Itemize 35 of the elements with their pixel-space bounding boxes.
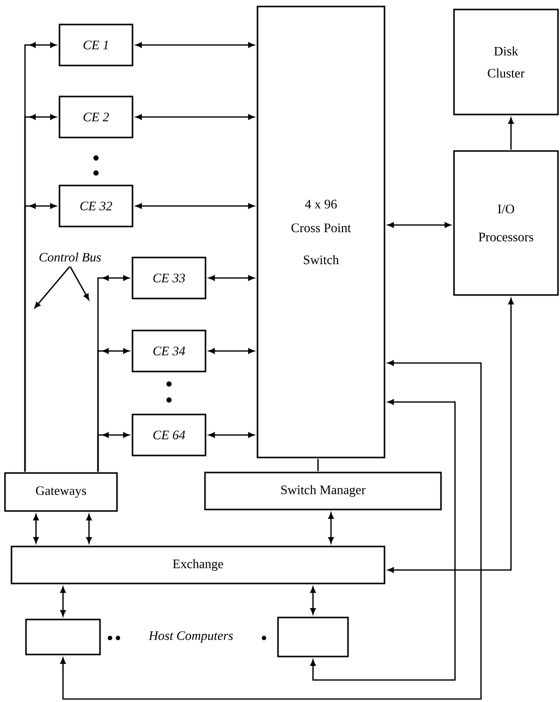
processor-box: CE 1	[58, 24, 134, 66]
arrow	[97, 432, 130, 472]
processor-box: CE 64	[132, 414, 206, 456]
host-label: Host Computers	[148, 631, 233, 643]
gateway-box: Gateways	[4, 472, 118, 512]
arrow	[208, 432, 254, 438]
bus-label: Control Bus	[39, 252, 101, 262]
arrow	[310, 586, 316, 614]
leader-arrow	[70, 266, 90, 300]
arrow	[33, 514, 39, 544]
host-box	[25, 618, 101, 656]
arrow	[388, 298, 514, 573]
arrow	[86, 514, 92, 544]
leader-arrow	[34, 266, 70, 308]
arrow	[508, 118, 514, 150]
processor-box: CE 33	[132, 256, 206, 300]
arrow	[310, 399, 456, 681]
arrow	[60, 586, 66, 616]
processor-box: CE 2	[58, 96, 134, 138]
arrow	[328, 512, 334, 544]
processor-box: CE 34	[132, 330, 206, 372]
arrow	[136, 114, 254, 120]
manager-box: Switch Manager	[204, 472, 442, 510]
arrow	[136, 203, 254, 209]
arrow	[60, 360, 482, 700]
exchange-box: Exchange	[10, 546, 386, 584]
switch-box: 4 x 96 Cross Point Switch	[256, 6, 386, 458]
host-box	[277, 616, 349, 658]
arrow	[24, 203, 56, 472]
arrow	[136, 42, 254, 48]
arrow	[208, 275, 254, 281]
processor-box: CE 32	[58, 184, 134, 228]
arrow	[208, 348, 254, 354]
processor-box: I/O Processors	[453, 150, 559, 296]
arrow	[388, 222, 451, 228]
